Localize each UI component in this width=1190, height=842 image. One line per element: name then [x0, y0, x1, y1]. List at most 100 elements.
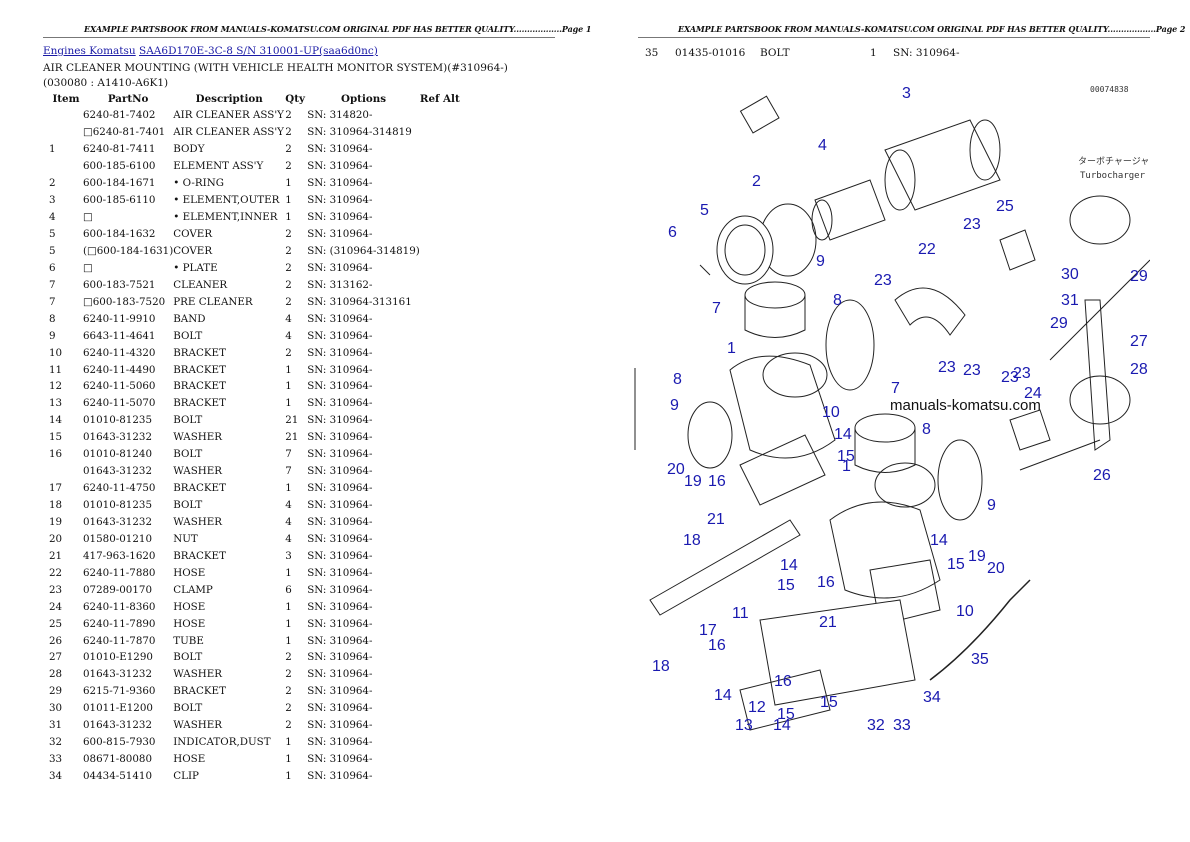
callout-number: 30 [1061, 266, 1079, 283]
cell-ref-alt [420, 700, 460, 717]
cell-description: INDICATOR,DUST [173, 736, 271, 749]
cell-options: SN: 310964- [307, 600, 373, 613]
cell-item: 19 [49, 515, 63, 528]
outer-element-drawing [884, 119, 1001, 211]
cell-description: BOLT [173, 499, 203, 512]
cell-qty: 2 [285, 278, 292, 291]
cell-description: AIR CLEANER ASS'Y [173, 126, 284, 139]
cell-options: SN: 310964- [307, 515, 373, 528]
cell-qty: 1 [285, 363, 292, 376]
callout-number: 16 [817, 574, 835, 591]
callout-number: 27 [1130, 333, 1148, 350]
cell-item [43, 107, 83, 124]
cell-description: HOSE [173, 753, 206, 766]
cell-qty: 2 [285, 109, 292, 122]
callout-number: 14 [834, 426, 852, 443]
cell-ref-alt [420, 581, 460, 598]
cell-options: SN: 310964- [307, 634, 373, 647]
cell-item: 22 [49, 566, 63, 579]
callout-number: 9 [670, 397, 679, 414]
callout-number: 21 [819, 614, 837, 631]
cell-partno: 6240-11-4490 [83, 363, 156, 376]
cell-ref-alt [420, 209, 460, 226]
cell-description: BOLT [173, 651, 203, 664]
cell-partno: □ [83, 211, 93, 224]
callout-number: 19 [684, 473, 702, 490]
cell-ref-alt [420, 361, 460, 378]
cell-ref-alt [420, 463, 460, 480]
plate-drawing [699, 264, 711, 276]
cell-partno: 07289-00170 [83, 583, 152, 596]
hose-drawing [894, 229, 1051, 451]
breadcrumb-model-link[interactable]: SAA6D170E-3C-8 S/N 310001-UP(saa6d0nc) [139, 45, 378, 57]
cell-partno: 08671-80080 [83, 753, 152, 766]
callout-number: 14 [773, 717, 791, 734]
callout-number: 9 [987, 497, 996, 514]
cell-partno: 01643-31232 [83, 719, 152, 732]
cell-options: SN: 310964- [307, 499, 373, 512]
cell-item: 7 [49, 278, 56, 291]
cell-options: SN: 310964- [307, 549, 373, 562]
cell-partno: □ [83, 261, 93, 274]
cell-description: TUBE [173, 634, 204, 647]
callout-number: 10 [956, 603, 974, 620]
cell-qty: 2 [285, 346, 292, 359]
callout-number: 15 [777, 706, 795, 723]
cell-ref-alt [420, 259, 460, 276]
breadcrumb-engines-link[interactable]: Engines Komatsu [43, 45, 136, 57]
cell-options: SN: 313162- [307, 278, 373, 291]
cell-qty: 1 [285, 397, 292, 410]
cell-ref-alt [420, 293, 460, 310]
cell-partno: 600-185-6110 [83, 194, 156, 207]
callout-number: 2 [752, 173, 761, 190]
cell-partno: 01435-01016 [675, 47, 746, 59]
lower-air-cleaner-drawing [829, 413, 983, 599]
page-header: EXAMPLE PARTSBOOK FROM MANUALS-KOMATSU.C… [84, 24, 592, 34]
inner-element-drawing [811, 179, 886, 241]
cell-item: 31 [49, 719, 63, 732]
cell-qty: 4 [285, 515, 292, 528]
cell-ref-alt [420, 243, 460, 260]
cell-partno: 01580-01210 [83, 532, 152, 545]
cell-partno: □6240-81-7401 [83, 126, 166, 139]
cell-description: BRACKET [173, 482, 226, 495]
cell-description: BRACKET [173, 346, 226, 359]
cell-item: 20 [49, 532, 63, 545]
cell-partno: 04434-51410 [83, 770, 152, 783]
cover-drawing [716, 215, 774, 285]
callout-number: 17 [699, 622, 717, 639]
cell-ref-alt [420, 226, 460, 243]
cell-qty: 3 [285, 549, 292, 562]
callout-number: 29 [1050, 315, 1068, 332]
callout-number: 16 [774, 673, 792, 690]
callout-number: 15 [947, 556, 965, 573]
cell-item: 6 [49, 261, 56, 274]
cell-item: 24 [49, 600, 63, 613]
cell-ref-alt [420, 683, 460, 700]
cell-ref-alt [420, 276, 460, 293]
cell-partno: 6240-11-7880 [83, 566, 156, 579]
cell-qty: 1 [285, 600, 292, 613]
cell-description: WASHER [173, 465, 223, 478]
cell-item: 26 [49, 634, 63, 647]
cell-options: SN: 310964- [307, 143, 373, 156]
cell-item: 14 [49, 414, 63, 427]
cell-qty: 1 [285, 211, 292, 224]
turbocharger-drawing [1069, 195, 1131, 451]
cell-description: BAND [173, 312, 206, 325]
cell-item: 9 [49, 329, 56, 342]
cell-partno: 6240-11-8360 [83, 600, 156, 613]
cell-options: SN: 310964- [307, 753, 373, 766]
parts-diagram: 00074838 ターボチャージャ Turbocharger manuals-k… [634, 85, 1150, 734]
cell-options: SN: 310964- [307, 261, 373, 274]
cell-ref-alt [420, 547, 460, 564]
callout-number: 14 [714, 687, 732, 704]
callout-number: 31 [1061, 292, 1079, 309]
cell-options: SN: 310964- [307, 228, 373, 241]
